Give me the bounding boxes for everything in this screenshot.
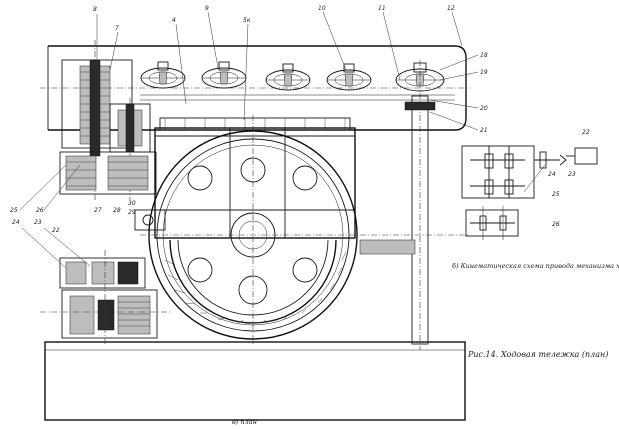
- lower-drive: [40, 250, 170, 345]
- top-beam: [40, 45, 470, 131]
- callout-10: 10: [318, 5, 326, 12]
- callout-8: 8: [93, 6, 97, 13]
- drum-frame: [154, 117, 356, 239]
- callout-22r: 22: [582, 129, 590, 136]
- leader-lines: [19, 11, 546, 269]
- callout-4: 4: [172, 17, 176, 24]
- right-shaft: [359, 60, 436, 350]
- turntable: [134, 115, 470, 345]
- callout-11: 11: [378, 5, 386, 12]
- callout-25l: 25: [10, 207, 18, 214]
- callout-24l: 24: [12, 219, 20, 226]
- callout-23l: 23: [34, 219, 42, 226]
- figure-caption: Рис.14. Ходовая тележка (план): [467, 350, 608, 359]
- callout-7: 7: [115, 25, 119, 32]
- callout-24r: 24: [548, 171, 556, 178]
- roller-row: [140, 61, 445, 92]
- callout-5k: 5к: [243, 17, 251, 24]
- callouts-top: 8 7 4 9 5к 10 11 12: [93, 5, 455, 32]
- callouts-left: 25 26 27 28 30 29 24 23 22: [10, 200, 136, 234]
- callout-20: 20: [480, 105, 488, 112]
- callout-27: 27: [94, 207, 102, 214]
- callouts-right: 18 19 20 21 22 23 24 25 26: [480, 52, 590, 228]
- callout-19: 19: [480, 69, 488, 76]
- callout-26r: 26: [552, 221, 560, 228]
- callout-29: 29: [128, 209, 136, 216]
- callout-23r: 23: [568, 171, 576, 178]
- view-caption: в) план: [232, 418, 257, 426]
- callout-22l: 22: [52, 227, 60, 234]
- kinematic-scheme: [461, 145, 598, 240]
- callout-25r: 25: [552, 191, 560, 198]
- base-plate: [44, 341, 466, 421]
- callout-18: 18: [480, 52, 488, 59]
- callout-12: 12: [447, 5, 455, 12]
- callout-21: 21: [480, 127, 488, 134]
- callout-26l: 26: [36, 207, 44, 214]
- callout-30: 30: [128, 200, 136, 207]
- schema-caption: б) Кинематическая схема привода механизм…: [452, 262, 619, 270]
- callout-9: 9: [205, 5, 209, 12]
- callout-28: 28: [113, 207, 121, 214]
- left-gear-drive: [59, 40, 157, 200]
